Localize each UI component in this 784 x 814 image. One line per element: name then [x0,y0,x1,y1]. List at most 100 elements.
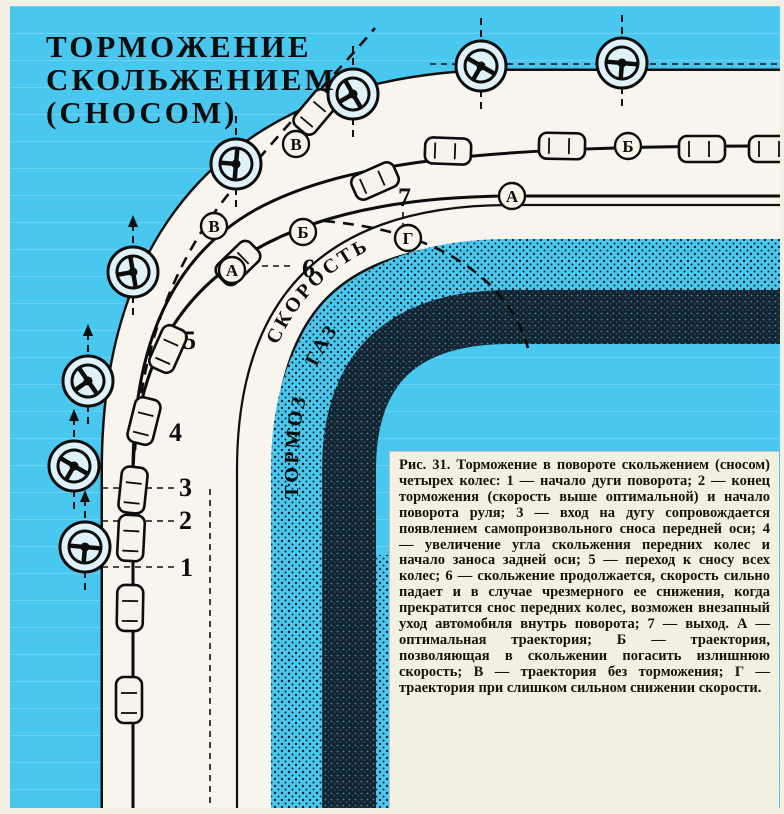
caption-paragraph: Рис. 31. Торможение в повороте скольжени… [399,457,770,697]
direction-arrow-icon [80,490,90,502]
car [677,134,727,164]
car-rear-line [299,116,314,128]
car [126,395,162,447]
point-number-6: 6 [302,254,315,283]
car [148,323,188,375]
car-windshield-line [453,143,457,160]
wheel-hub [80,542,90,552]
wheel-rim [335,76,371,112]
car-windshield-line [163,338,179,347]
point-number-4: 4 [169,418,182,447]
car-body [537,131,587,161]
car-windshield-line [236,251,250,265]
point-number-1: 1 [180,553,193,582]
diagram-canvas: ТОРМОЗ ГАЗ СКОРОСТЬ [47,15,780,808]
steering-wheel-icon [56,448,92,484]
wheel-hub [83,376,93,386]
car [117,465,149,515]
car [114,675,144,725]
badge-circle [281,129,311,159]
wheel-hub [617,58,627,68]
badge-letter-V: В [208,217,219,236]
steering-wheel-indicator [61,324,115,429]
badge-V-2: В [281,129,311,159]
car-body [115,583,145,633]
badge-circle [288,217,318,247]
car-windshield-line [377,170,386,186]
direction-arrow-icon [128,215,138,227]
steering-wheel-indicator [58,490,112,595]
car [349,161,401,201]
wheel-rim [218,146,254,182]
badge-letter-G: Г [403,229,414,248]
steering-wheel-icon [604,45,640,81]
car-rear-line [132,430,149,437]
car-windshield-line [312,100,327,113]
point-number-7: 7 [398,183,411,212]
wheel-rim [70,363,106,399]
point-number-2: 2 [179,506,192,535]
badge-circle [393,223,423,253]
steering-wheel-icon [67,529,103,565]
car-body [114,675,144,725]
wheel-rim [56,448,92,484]
steering-wheel-indicator [106,215,160,320]
badge-B-1: Б [288,217,318,247]
badge-circle [613,131,643,161]
car-rear-line [433,142,437,159]
badge-letter-A: А [506,187,519,206]
car-windshield-line [123,529,140,533]
wheel-hub [231,159,241,169]
car [115,513,147,563]
diagram-field: ТОРМОЗ ГАЗ СКОРОСТЬ [10,6,780,808]
wheel-hub [476,61,486,71]
cars-layer [114,87,780,725]
steering-wheel-indicator [454,18,508,114]
title-line-2: СКОЛЬЖЕНИЕМ [46,62,337,98]
steering-wheel-indicator [209,116,263,212]
badge-A-1: А [217,255,247,285]
steering-wheel-indicator [326,46,380,142]
figure-caption: Рис. 31. Торможение в повороте скольжени… [389,451,779,808]
trajectory-badges: А А Б Б В [199,129,643,285]
wheel-hub [128,267,138,277]
car [423,136,473,166]
car-body [423,136,473,166]
badge-V-1: В [199,211,229,241]
car-rear-line [123,501,140,505]
car [115,583,145,633]
badge-letter-B: Б [297,223,308,242]
badge-circle [217,255,247,285]
wheel-rim [115,254,151,290]
car-body [148,323,188,375]
badge-circle [497,181,527,211]
steering-wheel-icon [218,146,254,182]
direction-arrow-icon [69,409,79,421]
wheel-rim [604,45,640,81]
badge-A-2: А [497,181,527,211]
car-body [349,161,401,201]
car-windshield-line [137,411,154,418]
figure-title: ТОРМОЖЕНИЕ СКОЛЬЖЕНИЕМ (СНОСОМ) [46,29,337,130]
car [537,131,587,161]
steering-wheel-icon [463,48,499,84]
car-body [677,134,727,164]
road-inner-edge-line [235,203,780,808]
steering-wheel-icon [115,254,151,290]
caption-figure-label: Рис. 31. [399,457,451,473]
wheel-hub [69,461,79,471]
car-windshield-line [125,481,142,485]
title-line-1: ТОРМОЖЕНИЕ [46,29,312,64]
car-rear-line [122,549,139,553]
direction-arrow-icon [83,324,93,336]
car [747,134,780,164]
steering-wheel-icon [70,363,106,399]
badge-circle [199,211,229,241]
trajectory-G-line [323,219,530,349]
car-body [117,465,149,515]
car-body [115,513,147,563]
steering-wheel-indicator [47,409,101,514]
steering-wheel-indicator [595,15,649,111]
car-rear-line [359,178,368,194]
badge-B-2: Б [613,131,643,161]
